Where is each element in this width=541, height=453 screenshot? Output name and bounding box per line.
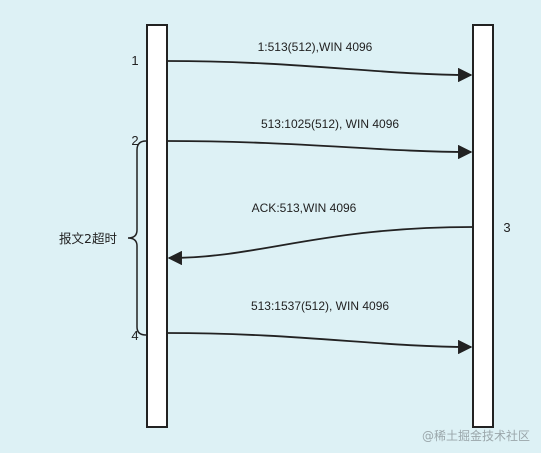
sender-lifeline xyxy=(146,24,168,428)
step-marker-3: 3 xyxy=(503,220,510,235)
step-marker-1: 1 xyxy=(131,53,138,68)
timeout-label: 报文2超时 xyxy=(59,231,117,246)
receiver-lifeline xyxy=(472,24,494,428)
ack-label: ACK:513,WIN 4096 xyxy=(252,201,357,215)
message-arrow-1 xyxy=(166,60,473,83)
message-label-4: 513:1537(512), WIN 4096 xyxy=(251,299,389,313)
timeout-brace xyxy=(127,140,147,336)
step-marker-2: 2 xyxy=(131,133,138,148)
message-label-2: 513:1025(512), WIN 4096 xyxy=(261,117,399,131)
watermark: @稀土掘金技术社区 xyxy=(422,428,530,443)
message-arrow-4 xyxy=(166,332,473,355)
message-arrow-2 xyxy=(166,140,473,160)
message-label-1: 1:513(512),WIN 4096 xyxy=(258,40,373,54)
step-marker-4: 4 xyxy=(131,328,138,343)
ack-arrow xyxy=(167,226,474,266)
